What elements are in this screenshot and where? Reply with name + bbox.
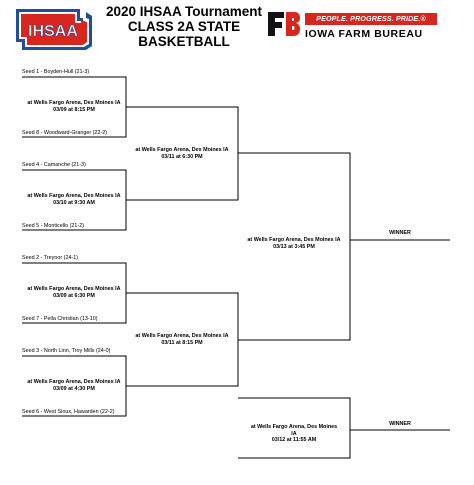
sponsor-tagline: PEOPLE. PROGRESS. PRIDE.® [305,13,437,25]
sponsor-name: IOWA FARM BUREAU [305,28,423,40]
game-third-venue-line2: IA [291,430,297,437]
game-sf2-venue: at Wells Fargo Arena, Des Moines IA [135,333,229,339]
farm-bureau-logo [268,12,300,36]
game-q2-venue: at Wells Fargo Arena, Des Moines IA [27,193,121,199]
game-q4: at Wells Fargo Arena, Des Moines IA 03/0… [22,379,126,392]
game-q2-time: 03/10 at 9:30 AM [53,199,95,206]
game-sf1-time: 03/11 at 6:30 PM [161,153,203,160]
game-sf2: at Wells Fargo Arena, Des Moines IA 03/1… [126,333,238,346]
seed-2: Seed 2 - Treynor (24-1) [22,255,79,261]
seed-5: Seed 5 - Monticello (21-2) [22,223,85,229]
header: IHSAA 2020 IHSAA Tournament CLASS 2A STA… [0,0,474,60]
game-q1: at Wells Fargo Arena, Des Moines IA 03/0… [22,100,126,113]
game-third: at Wells Fargo Arena, Des Moines IA 03/1… [238,424,350,444]
title-line-1: 2020 IHSAA Tournament [105,4,263,19]
game-sf2-time: 03/11 at 8:15 PM [161,339,203,346]
game-sf1: at Wells Fargo Arena, Des Moines IA 03/1… [126,147,238,160]
game-final-venue: at Wells Fargo Arena, Des Moines IA [247,237,341,243]
game-q1-time: 03/09 at 8:15 PM [53,106,95,113]
game-third-time: 03/12 at 11:55 AM [271,437,317,443]
seed-6: Seed 6 - West Sioux, Hawarden (22-2) [22,409,115,415]
game-q4-time: 03/09 at 4:30 PM [53,385,95,392]
seed-1: Seed 1 - Boyden-Hull (21-3) [22,69,90,75]
seed-4: Seed 4 - Camanche (21-3) [22,162,86,168]
game-q4-venue: at Wells Fargo Arena, Des Moines IA [27,379,121,385]
winner-label-2: WINNER [389,421,411,427]
game-final-time: 03/13 at 3:45 PM [273,243,315,250]
bracket-line-final [238,152,351,341]
game-q3-time: 03/09 at 6:30 PM [53,292,95,299]
seed-3: Seed 3 - North Linn, Troy Mills (24-0) [22,348,111,354]
game-final: at Wells Fargo Arena, Des Moines IA 03/1… [238,237,350,250]
seed-8: Seed 8 - Woodward-Granger (22-2) [22,130,107,136]
game-q2: at Wells Fargo Arena, Des Moines IA 03/1… [22,193,126,206]
title-line-3: BASKETBALL [138,34,230,49]
ihsaa-logo-text: IHSAA [28,23,78,40]
title-line-2: CLASS 2A STATE [127,19,241,34]
winner-label-1: WINNER [389,230,411,236]
bracket-line-third [238,397,351,459]
page-title: 2020 IHSAA Tournament CLASS 2A STATE BAS… [104,4,264,49]
game-q3-venue: at Wells Fargo Arena, Des Moines IA [27,286,121,292]
game-q3: at Wells Fargo Arena, Des Moines IA 03/0… [22,286,126,299]
game-sf1-venue: at Wells Fargo Arena, Des Moines IA [135,147,229,153]
game-q1-venue: at Wells Fargo Arena, Des Moines IA [27,100,121,106]
ihsaa-logo: IHSAA [16,9,92,50]
seed-7: Seed 7 - Pella Christian (13-10) [22,316,98,322]
game-third-venue-line1: at Wells Fargo Arena, Des Moines [250,424,338,430]
